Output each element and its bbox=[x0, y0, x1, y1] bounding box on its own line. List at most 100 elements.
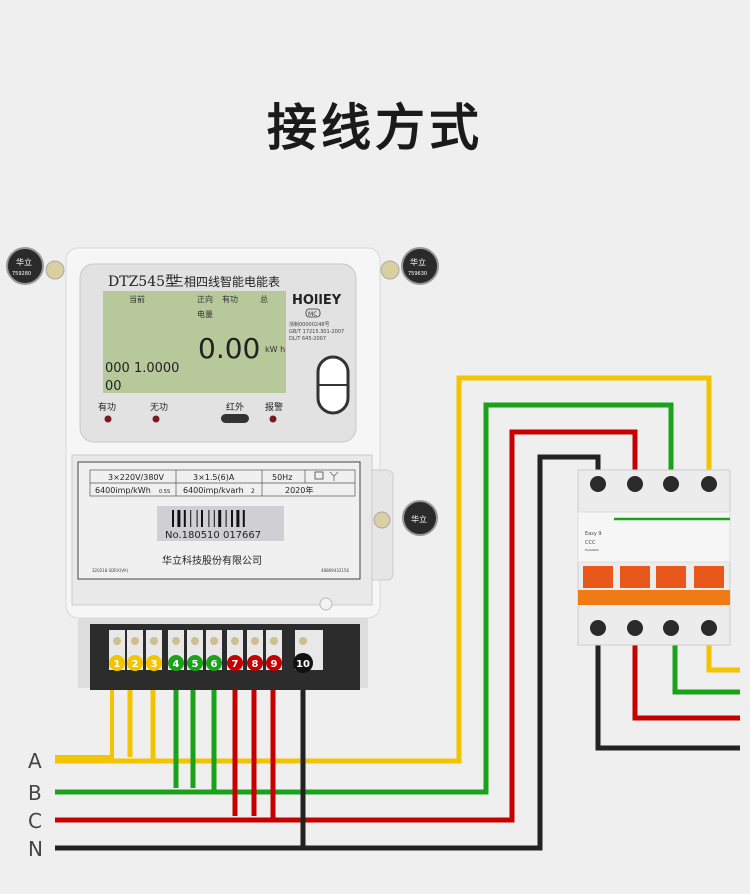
breaker-pole-1 bbox=[583, 476, 613, 636]
cert-mark: MC bbox=[308, 311, 317, 318]
manufacturer: 华立科技股份有限公司 bbox=[162, 554, 262, 567]
breaker-pole-2 bbox=[620, 476, 650, 636]
seal-middle-text: 华立 bbox=[411, 514, 427, 524]
terminal-number: 9 bbox=[271, 659, 278, 670]
indicator-label-alarm: 报警 bbox=[265, 401, 283, 413]
brand-logo: HOllEY bbox=[292, 293, 342, 308]
seal-right-number: 759630 bbox=[408, 271, 427, 277]
barcode-bar bbox=[172, 510, 174, 527]
pole-toggle[interactable] bbox=[620, 566, 650, 588]
barcode-bar bbox=[183, 510, 186, 527]
terminal-number: 7 bbox=[232, 659, 239, 670]
reactive-constant: 6400imp/kvarh bbox=[183, 486, 244, 495]
breaker-handle[interactable] bbox=[578, 590, 730, 605]
terminal-screw-icon bbox=[131, 637, 139, 645]
standard-2: DL/T 645-2007 bbox=[289, 336, 326, 342]
terminal-screw-icon bbox=[150, 637, 158, 645]
energy-meter: DTZ545型 三相四线智能电能表 当前 正向 有功 总 电量 kW h 0.0… bbox=[6, 247, 439, 690]
terminal-4[interactable]: 4 bbox=[168, 630, 184, 671]
terminal-number: 1 bbox=[114, 659, 121, 670]
barcode-bar bbox=[177, 510, 181, 527]
lcd-code-1: 000 1.0000 bbox=[105, 361, 179, 376]
manufacture-year: 2020年 bbox=[285, 485, 313, 495]
seal-right-text: 华立 bbox=[410, 257, 426, 267]
terminal-number: 10 bbox=[296, 659, 310, 670]
barcode-bar bbox=[213, 510, 215, 527]
reactive-class: 2 bbox=[251, 488, 255, 495]
screw-icon bbox=[701, 620, 717, 636]
wire-a bbox=[55, 375, 740, 764]
terminal-3[interactable]: 3 bbox=[146, 630, 162, 671]
terminal-number: 3 bbox=[151, 659, 158, 670]
line-label-c: C bbox=[28, 809, 42, 833]
wire-b bbox=[55, 402, 740, 795]
screw-icon bbox=[590, 620, 606, 636]
screw-icon bbox=[590, 476, 606, 492]
serial-number: No.180510 017667 bbox=[165, 530, 261, 541]
barcode-bar bbox=[196, 510, 198, 527]
terminal-number: 4 bbox=[173, 659, 180, 670]
led-alarm bbox=[269, 415, 277, 423]
indicator-label-infrared: 红外 bbox=[226, 401, 244, 413]
indicator-label-reactive: 无功 bbox=[150, 402, 168, 413]
pole-toggle[interactable] bbox=[694, 566, 724, 588]
seal-right: 华立 759630 bbox=[380, 247, 439, 285]
line-label-a: A bbox=[28, 749, 42, 773]
barcode-bar bbox=[218, 510, 222, 527]
standard-1: GB/T 17215.301-2007 bbox=[289, 329, 344, 335]
lcd-display bbox=[103, 291, 286, 393]
lcd-reading: 0.00 bbox=[198, 332, 260, 365]
breaker-pole-3 bbox=[656, 476, 686, 636]
lcd-label-current: 当前 bbox=[129, 294, 145, 304]
barcode-bar bbox=[231, 510, 233, 527]
code-left: 320218 SDRX(VA) bbox=[92, 568, 128, 573]
terminal-screw-icon bbox=[251, 637, 259, 645]
lcd-label-total: 总 bbox=[260, 294, 268, 304]
breaker-brand: Easy 9 bbox=[585, 531, 602, 537]
antenna-icon bbox=[329, 471, 339, 481]
indicator-label-active: 有功 bbox=[98, 401, 116, 413]
barcode-bar bbox=[208, 510, 210, 527]
circuit-breaker: Easy 9 CCC EA9AN4C bbox=[577, 469, 731, 646]
terminal-number: 6 bbox=[211, 659, 218, 670]
wires bbox=[55, 375, 740, 851]
terminal-7[interactable]: 7 bbox=[227, 630, 243, 671]
terminal-1[interactable]: 1 bbox=[109, 630, 125, 671]
code-right: 48869432156 bbox=[321, 568, 349, 573]
wire-n bbox=[55, 454, 740, 851]
terminal-screw-icon bbox=[299, 637, 307, 645]
frequency: 50Hz bbox=[272, 473, 292, 482]
line-labels: A B C N bbox=[28, 749, 43, 861]
pole-toggle[interactable] bbox=[583, 566, 613, 588]
terminal-9[interactable]: 9 bbox=[266, 630, 282, 671]
terminal-8[interactable]: 8 bbox=[247, 630, 263, 671]
terminal-number: 5 bbox=[192, 659, 199, 670]
screw-icon bbox=[627, 620, 643, 636]
wire-c bbox=[55, 429, 740, 823]
terminal-screw-icon bbox=[172, 637, 180, 645]
seal-left: 华立 759280 bbox=[6, 247, 65, 285]
terminal-screw-icon bbox=[191, 637, 199, 645]
led-active bbox=[104, 415, 112, 423]
barcode-bar bbox=[201, 510, 203, 527]
pole-toggle[interactable] bbox=[656, 566, 686, 588]
lcd-label-energy: 电量 bbox=[197, 309, 213, 319]
line-label-n: N bbox=[28, 837, 43, 861]
terminal-10[interactable]: 10 bbox=[293, 630, 323, 673]
terminal-screw-icon bbox=[210, 637, 218, 645]
breaker-pole-4 bbox=[694, 476, 724, 636]
nameplate-table bbox=[89, 469, 356, 497]
lcd-label-active: 有功 bbox=[222, 294, 238, 304]
line-label-b: B bbox=[28, 781, 42, 805]
seal-left-text: 华立 bbox=[16, 257, 32, 267]
screw-icon bbox=[627, 476, 643, 492]
meter-name: 三相四线智能电能表 bbox=[172, 274, 280, 289]
infrared-port bbox=[221, 414, 249, 423]
terminal-5[interactable]: 5 bbox=[187, 630, 203, 671]
page-title: 接线方式 bbox=[267, 99, 483, 157]
barcode bbox=[172, 510, 245, 527]
terminal-2[interactable]: 2 bbox=[127, 630, 143, 671]
lcd-label-forward: 正向 bbox=[197, 294, 213, 304]
screw-icon bbox=[663, 476, 679, 492]
terminal-6[interactable]: 6 bbox=[206, 630, 222, 671]
